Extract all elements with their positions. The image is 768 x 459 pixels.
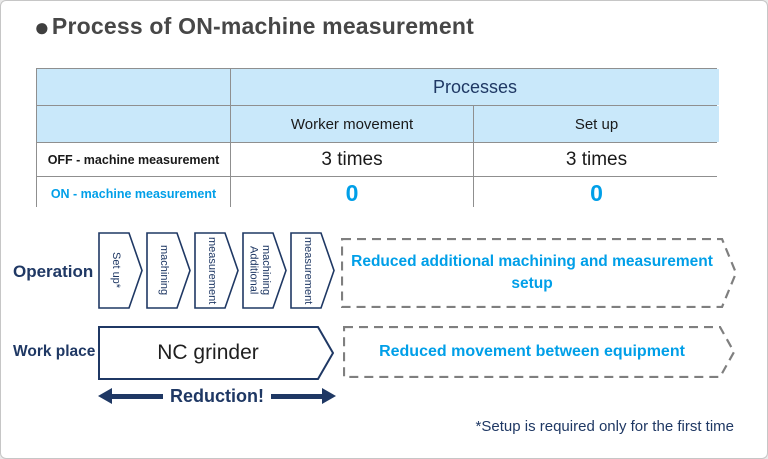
step-set-up: Set up* (98, 232, 143, 309)
reduction-label: Reduction! (170, 385, 264, 406)
dashed-arrow-outline-icon (342, 325, 736, 379)
step-measurement: measurement (194, 232, 239, 309)
operation-row-label: Operation (13, 262, 94, 281)
arrow-line (271, 393, 322, 399)
chevron-shape-icon (194, 232, 239, 309)
page-title-text: Process of ON-machine measurement (51, 13, 474, 39)
reduction-arrow: Reduction! (98, 382, 336, 410)
workplace-row-label: Work place (13, 343, 96, 360)
chevron-shape-icon (98, 326, 335, 380)
step-measurement-2: measurement (290, 232, 335, 309)
table-subheader-empty (37, 106, 230, 142)
chevron-shape-icon (290, 232, 335, 309)
table-row-on-worker-movement: 0 (231, 177, 473, 210)
nc-grinder-shape: NC grinder (98, 326, 335, 380)
workplace-benefit-box: Reduced movement between equipment (342, 325, 736, 379)
operation-steps: Set up* machining measurement Additional… (98, 232, 335, 309)
arrow-left-icon (98, 388, 112, 404)
footnote: *Setup is required only for the first ti… (475, 418, 734, 435)
table-row-off-worker-movement: 3 times (231, 143, 473, 176)
table-col-worker-movement: Worker movement (231, 106, 473, 142)
page-title: ● Process of ON-machine measurement (34, 13, 474, 40)
dashed-arrow-outline-icon (340, 237, 738, 309)
arrow-line (112, 393, 163, 399)
table-row-off-set-up: 3 times (474, 143, 719, 176)
table-row-off-label: OFF - machine measurement (37, 143, 230, 176)
chevron-shape-icon (98, 232, 143, 309)
step-machining: machining (146, 232, 191, 309)
operation-benefit-text: Reduced additional machining and measure… (351, 252, 713, 292)
chevron-shape-icon (242, 232, 287, 309)
table-col-set-up: Set up (474, 106, 719, 142)
bullet-icon: ● (34, 11, 50, 42)
table-corner-cell (37, 69, 230, 105)
workplace-benefit-text: Reduced movement between equipment (379, 343, 685, 361)
arrow-right-icon (322, 388, 336, 404)
step-additional-machining: Additional machining (242, 232, 287, 309)
chevron-shape-icon (146, 232, 191, 309)
table-row-on-set-up: 0 (474, 177, 719, 210)
comparison-table: Processes Worker movement Set up OFF - m… (36, 68, 719, 210)
nc-grinder-label: NC grinder (157, 341, 259, 364)
table-row-on-label: ON - machine measurement (37, 177, 230, 210)
table-header-processes: Processes (231, 69, 719, 105)
operation-benefit-box: Reduced additional machining and measure… (340, 237, 738, 309)
